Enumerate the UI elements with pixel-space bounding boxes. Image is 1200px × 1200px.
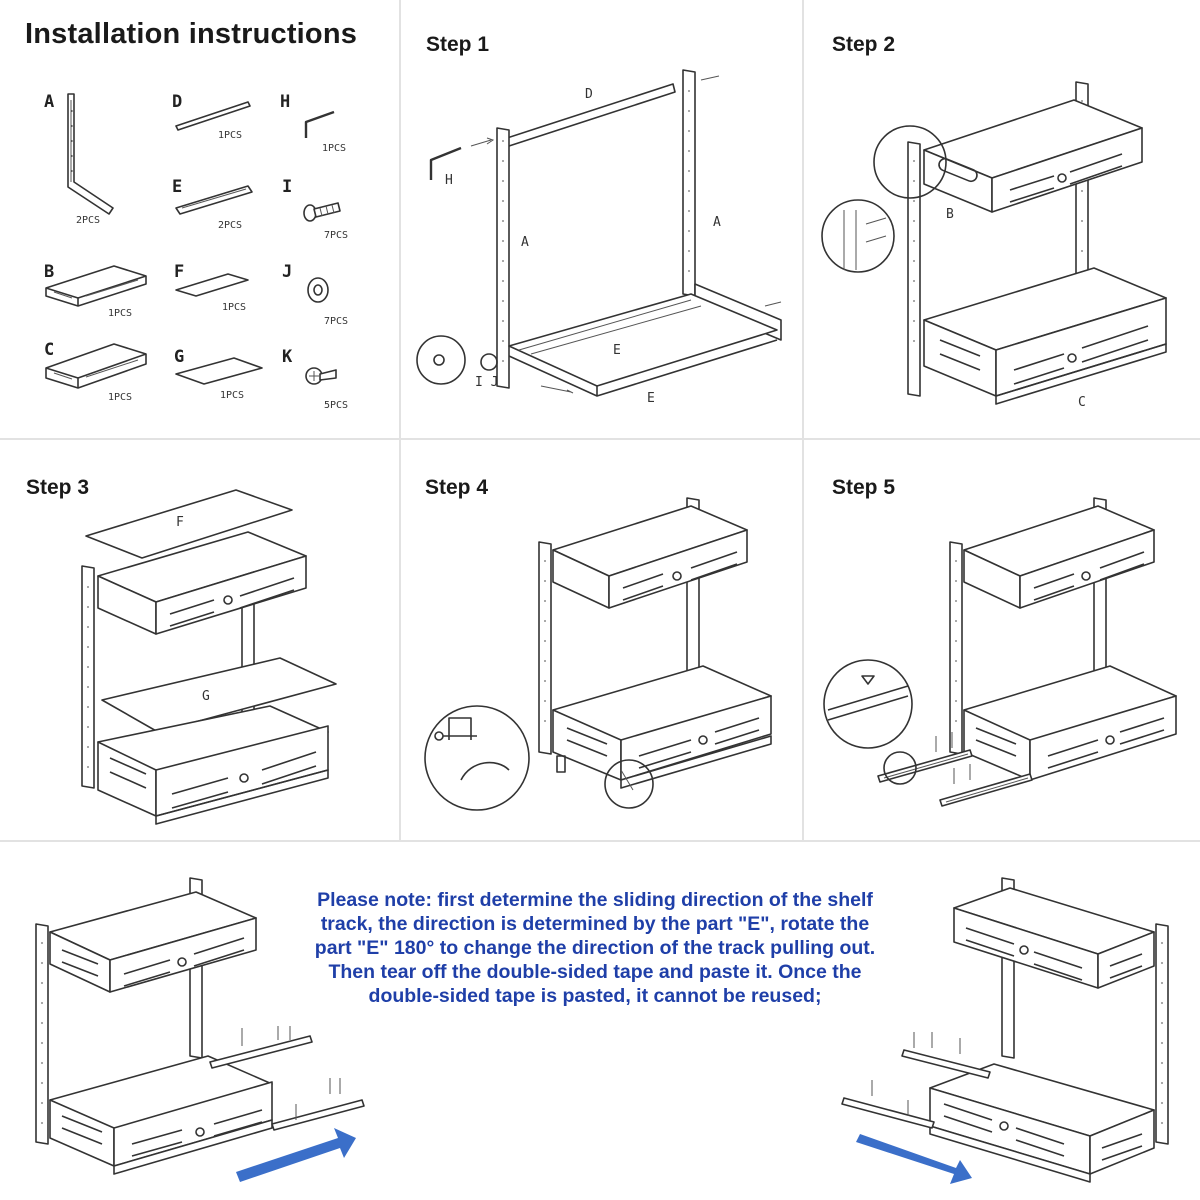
step-3-diagram: F G: [81, 489, 337, 825]
part-e-track-icon: [175, 185, 253, 215]
part-label: F: [176, 515, 184, 530]
part-i-screw-icon: [303, 202, 341, 222]
part-label: E: [647, 391, 655, 406]
part-letter: D: [172, 92, 183, 112]
part-letter: G: [174, 347, 185, 367]
part-k-screw-icon: [305, 367, 337, 385]
divider: [399, 0, 401, 840]
part-b-shelf-icon: [45, 265, 147, 307]
part-letter: E: [172, 177, 183, 197]
part-h-hex-key-icon: [304, 110, 335, 138]
divider: [0, 438, 1200, 440]
step-title: Step 3: [26, 476, 90, 499]
part-qty: 5PCS: [324, 400, 349, 411]
step-title: Step 1: [426, 33, 490, 56]
divider: [0, 840, 1200, 842]
part-label: C: [1078, 395, 1086, 410]
part-qty: 1PCS: [108, 308, 133, 319]
part-qty: 1PCS: [222, 302, 247, 313]
part-label: A: [521, 235, 529, 250]
part-d-rod-icon: [175, 101, 251, 131]
part-g-board-icon: [175, 357, 263, 385]
part-qty: 7PCS: [324, 230, 349, 241]
part-qty: 2PCS: [76, 215, 101, 226]
part-qty: 1PCS: [108, 392, 133, 403]
step-title: Step 2: [832, 33, 896, 56]
part-label: E: [613, 343, 621, 358]
part-qty: 1PCS: [322, 143, 347, 154]
part-letter: F: [174, 262, 185, 282]
page-title: Installation instructions: [25, 18, 358, 50]
step-4-panel: Step 4: [401, 440, 802, 840]
part-letter: J: [282, 262, 293, 282]
step-2-diagram: B C: [821, 81, 1167, 410]
step-1-panel: Step 1 D H A A E E I J: [401, 0, 802, 438]
part-letter: A: [44, 92, 55, 112]
part-letter: K: [282, 347, 293, 367]
step-4-diagram: [424, 497, 772, 811]
part-label: I J: [475, 375, 498, 390]
step-1-diagram: D H A A E E I J: [416, 69, 782, 406]
part-letter: C: [44, 340, 55, 360]
installation-note: Please note: first determine the sliding…: [314, 889, 876, 1007]
part-letter: H: [280, 92, 291, 112]
pull-direction-arrow-icon: [856, 1134, 972, 1184]
step-5-panel: Step 5: [804, 440, 1200, 840]
part-f-board-icon: [175, 273, 249, 297]
part-letter: B: [44, 262, 55, 282]
left-rack-diagram: [35, 877, 365, 1182]
step-title: Step 5: [832, 476, 896, 499]
part-label: G: [202, 689, 210, 704]
right-rack-diagram: [841, 877, 1169, 1184]
part-label: B: [946, 207, 954, 222]
part-qty: 7PCS: [324, 316, 349, 327]
part-qty: 2PCS: [218, 220, 243, 231]
part-qty: 1PCS: [218, 130, 243, 141]
part-letter: I: [282, 177, 293, 197]
parts-panel: Installation instructions A 2PCS B 1PCS …: [0, 0, 399, 438]
part-label: A: [713, 215, 721, 230]
part-c-shelf-icon: [45, 343, 147, 389]
step-3-panel: Step 3 F G: [0, 440, 399, 840]
step-title: Step 4: [425, 476, 489, 499]
step-2-panel: Step 2 B C: [804, 0, 1200, 438]
step-5-diagram: [823, 497, 1177, 807]
part-qty: 1PCS: [220, 390, 245, 401]
divider: [802, 0, 804, 840]
part-label: H: [445, 173, 453, 188]
pull-direction-arrow-icon: [236, 1128, 356, 1182]
part-a-bracket-icon: [67, 93, 114, 215]
part-j-washer-icon: [307, 277, 329, 303]
part-label: D: [585, 87, 593, 102]
bottom-section: Please note: first determine the sliding…: [0, 842, 1200, 1200]
